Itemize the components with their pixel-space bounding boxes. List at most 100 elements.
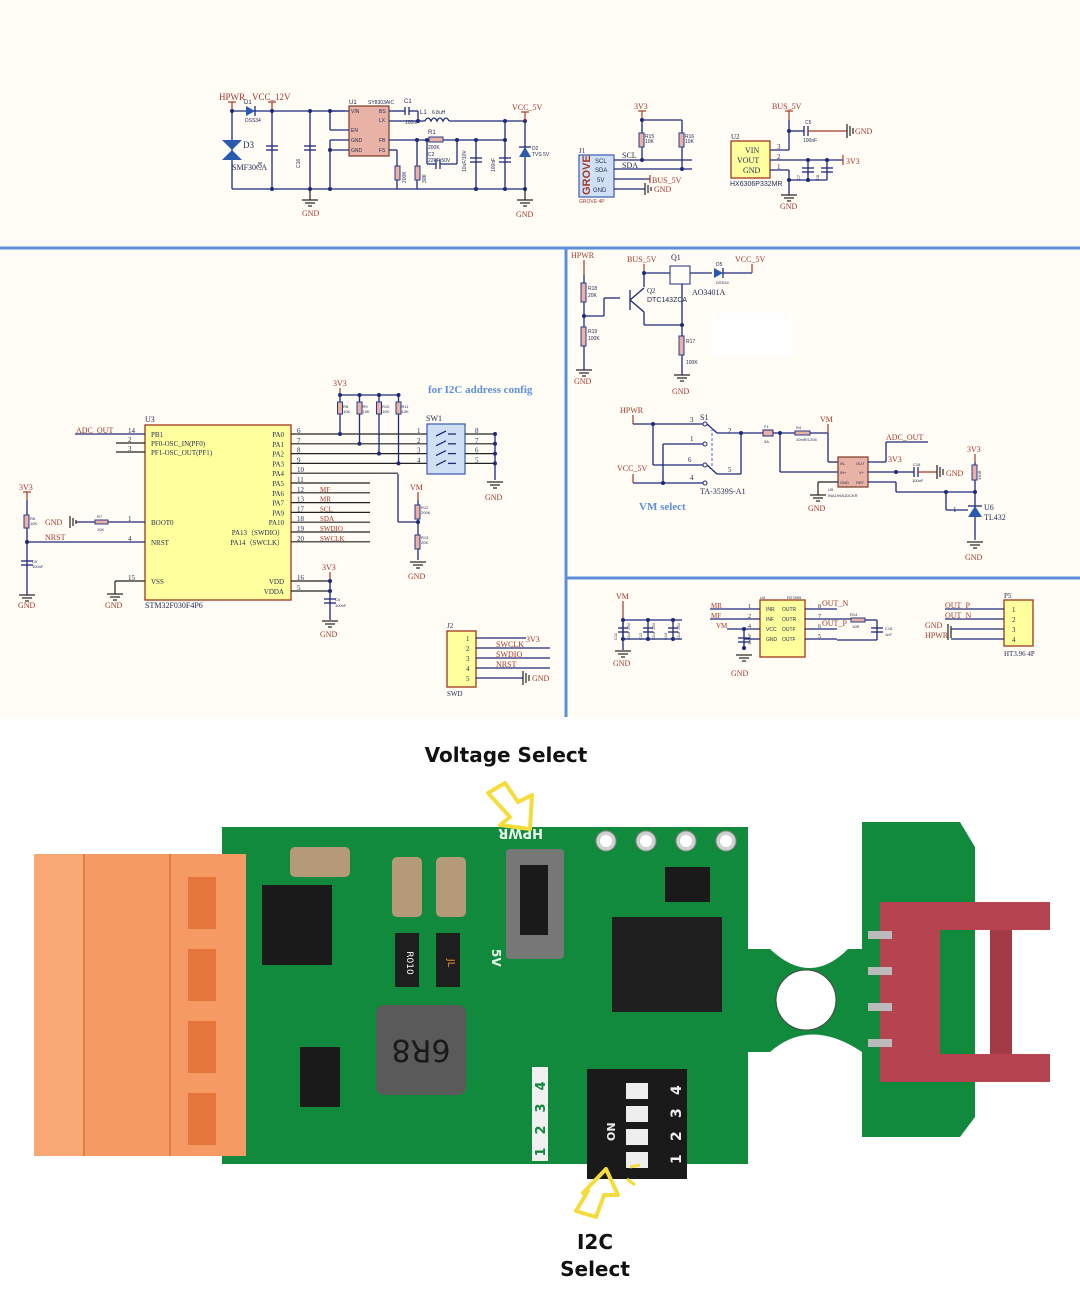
svg-text:SWD: SWD [447, 690, 463, 698]
board-photo-svg: 6R8 R010 JL HPWR 5V ON 1 2 3 [34, 781, 1050, 1219]
svg-text:GND: GND [613, 659, 631, 668]
svg-text:ADC_OUT: ADC_OUT [886, 433, 923, 442]
grove-connector-j1 [578, 154, 615, 198]
svg-text:C1: C1 [404, 99, 412, 105]
svg-text:1: 1 [777, 163, 781, 171]
svg-text:SDA: SDA [595, 168, 607, 174]
buck-converter-section: HPWR VCC_12V D1 DSS34 D3 SMF30CA C6 C16 … [219, 92, 550, 219]
svg-text:1nF: 1nF [885, 632, 892, 637]
svg-text:5: 5 [818, 634, 821, 640]
pcb-board [222, 822, 975, 1164]
capacitor [290, 847, 350, 877]
svg-text:5: 5 [466, 675, 470, 683]
voltage-select-switch[interactable] [506, 849, 564, 959]
svg-text:VM: VM [820, 415, 833, 424]
svg-text:4: 4 [466, 665, 470, 673]
svg-text:J2: J2 [447, 622, 454, 630]
svg-text:C15: C15 [885, 626, 893, 631]
mcu-pin-number: 1 [128, 515, 132, 523]
svg-text:D2: D2 [532, 146, 539, 152]
svg-text:R14: R14 [850, 612, 858, 617]
mcu-pin-number: 16 [297, 574, 305, 582]
chip-u5 [837, 456, 869, 488]
svg-text:R19: R19 [588, 329, 597, 335]
pullup-resistor [337, 401, 343, 415]
pullup-resistor [356, 401, 363, 415]
svg-text:Q2: Q2 [647, 287, 656, 295]
mcu-pin-number: 3 [128, 445, 132, 453]
svg-text:INR: INR [766, 607, 775, 613]
svg-text:EN: EN [351, 128, 358, 134]
svg-text:10K: 10K [363, 409, 370, 414]
mcu-pin-number: 7 [297, 437, 301, 445]
svg-text:GROVE 4P: GROVE 4P [579, 199, 605, 205]
mcu-pin-number: 2 [128, 436, 132, 444]
net-label: MR [320, 496, 331, 504]
svg-text:1: 1 [953, 506, 957, 514]
svg-text:SDA: SDA [622, 161, 638, 170]
mcu-pin-name: VDDA [264, 588, 284, 596]
svg-text:3V3: 3V3 [322, 563, 336, 572]
mcu-pin-name: PA9 [272, 509, 284, 517]
svg-text:MF: MF [711, 612, 721, 620]
net-vcc-12v: VCC_12V [252, 92, 291, 102]
svg-text:1: 1 [669, 1154, 685, 1164]
svg-text:GND: GND [485, 493, 503, 502]
net-label: SCL [320, 505, 333, 513]
svg-text:NRST: NRST [496, 660, 517, 669]
svg-text:10K: 10K [402, 409, 409, 414]
i2c-select-label-line2: Select [560, 1257, 630, 1281]
svg-text:2: 2 [1012, 616, 1016, 624]
mcu-pin-name: PF1-OSC_OUT(PF1) [151, 449, 213, 457]
svg-text:HPWR: HPWR [620, 406, 644, 415]
svg-text:10K: 10K [645, 139, 655, 145]
svg-text:2: 2 [748, 614, 751, 620]
svg-text:8: 8 [475, 427, 479, 435]
svg-text:U4: U4 [760, 595, 766, 600]
svg-text:C6: C6 [258, 161, 264, 168]
svg-text:HPWR: HPWR [498, 825, 543, 840]
svg-text:AO3401A: AO3401A [692, 288, 726, 297]
chip-ina199 [300, 1047, 340, 1107]
svg-text:3: 3 [417, 447, 421, 455]
svg-text:4: 4 [669, 1085, 685, 1095]
svg-text:100nF: 100nF [405, 120, 419, 126]
header-holes [595, 830, 737, 852]
svg-text:6R8: 6R8 [391, 1032, 450, 1067]
svg-text:OUT_N: OUT_N [945, 611, 971, 620]
svg-text:2: 2 [534, 1125, 549, 1134]
net-label: SDA [320, 515, 334, 523]
power-switchover-section: HPWR R18 20K R19 100K GND BUS_5V Q2 DTC1… [571, 251, 792, 396]
svg-text:100K: 100K [686, 360, 698, 366]
svg-text:1: 1 [690, 435, 694, 443]
grove-section: 3V3 R15 10K R16 10K J1 GROVE SCL SDA 5V … [578, 102, 695, 205]
mcu-pin-number: 18 [297, 515, 305, 523]
tvs-d3-icon [222, 140, 242, 150]
swd-header-j2 [446, 630, 477, 688]
mcu-pin-number: 4 [128, 535, 132, 543]
svg-text:22uF 25V: 22uF 25V [676, 622, 681, 640]
svg-text:1: 1 [748, 604, 751, 610]
svg-text:GND: GND [766, 637, 778, 643]
svg-text:U2: U2 [731, 133, 740, 141]
svg-text:GND: GND [672, 387, 690, 396]
svg-text:HX6306P332MR: HX6306P332MR [730, 181, 783, 188]
capacitor [392, 857, 422, 917]
svg-text:HPWR: HPWR [925, 631, 949, 640]
mcu-pin-number: 15 [128, 574, 136, 582]
svg-text:SWCLK: SWCLK [496, 640, 524, 649]
svg-text:3V3: 3V3 [333, 379, 347, 388]
svg-text:100nF: 100nF [803, 138, 817, 144]
svg-text:10K: 10K [343, 409, 350, 414]
svg-text:GND: GND [946, 469, 964, 478]
mcu-pin-name: VSS [151, 578, 164, 586]
svg-text:4: 4 [690, 474, 694, 482]
net-label: MF [320, 486, 330, 494]
chip-ldo [665, 867, 710, 902]
svg-text:Q1: Q1 [671, 253, 681, 262]
svg-text:P5: P5 [1004, 592, 1012, 600]
svg-text:4: 4 [748, 624, 751, 630]
i2c-dip-switch[interactable] [587, 1069, 687, 1179]
svg-text:VM: VM [716, 622, 728, 630]
